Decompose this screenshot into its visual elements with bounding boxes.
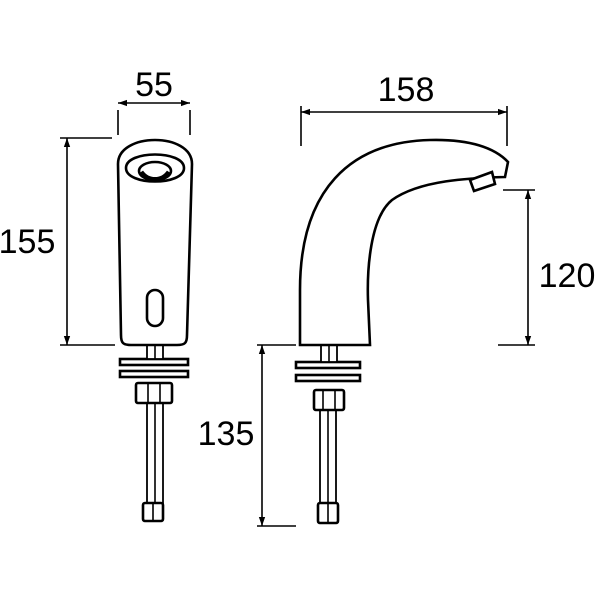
dimension-front-height: 155 [0,137,115,346]
side-fixing-nut [312,388,346,412]
dimension-side-spout-height: 120 [498,189,596,346]
front-tail-pipe [141,399,165,523]
side-tap-body [298,138,510,347]
dimension-label-side-spout-height: 120 [539,257,596,295]
dimension-label-side-tail-length: 135 [198,415,255,453]
front-outlet [124,153,186,183]
dimension-label-side-reach: 158 [378,71,435,109]
front-tap-body [116,138,194,347]
dimension-side-tail-length: 135 [198,344,296,527]
side-tail-pipe [316,407,340,525]
sensor-window [145,288,165,328]
dimension-label-front-width: 55 [135,66,173,104]
side-washers [294,344,362,383]
side-spout-outlet [468,170,497,193]
side-view [294,138,510,525]
dimension-label-front-height: 155 [0,223,55,261]
dimension-side-reach: 158 [300,71,508,146]
front-fixing-nut [134,381,174,405]
dimension-front-width: 55 [117,66,191,135]
front-view [116,138,194,523]
